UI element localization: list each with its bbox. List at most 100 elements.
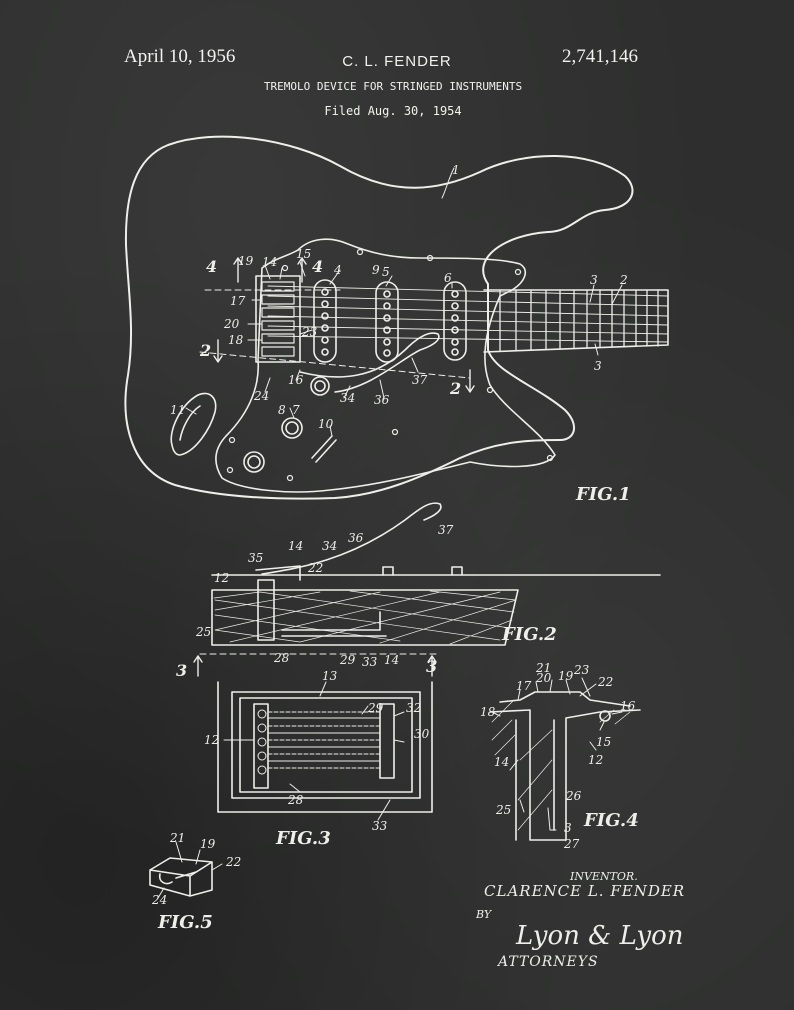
section-2-left: 2 [199,341,211,360]
ref-12-fig2: 12 [214,571,229,585]
attorney-signature: Lyon & Lyon [515,921,683,951]
ref-34-fig2: 34 [322,539,337,553]
ref-32: 32 [406,701,421,715]
ref-24-fig5: 24 [151,893,167,907]
fig2-bridge-block [257,579,275,641]
ref-19-fig5: 19 [200,837,216,851]
section-2-right: 2 [449,379,461,398]
bridge-saddles [261,281,295,357]
ref-21-fig5: 21 [169,831,185,845]
inventor-name: CLARENCE L. FENDER [484,882,685,900]
ref-30: 30 [414,727,430,741]
knob-tone-1 [281,417,303,439]
section-4-right: 4 [312,257,323,276]
section-3-right: 3 [426,657,437,676]
ref-25-fig2: 25 [195,625,211,639]
ref-29-fig2: 29 [339,653,356,667]
patent-title: TREMOLO DEVICE FOR STRINGED INSTRUMENTS [263,80,523,93]
ref-37: 37 [412,373,428,387]
by-label: BY [475,908,493,921]
reference-numerals: 1 3 2 3 19 14 15 4 5 6 17 20 18 23 24 16… [151,163,636,907]
fig1-label: FIG.1 [575,484,631,505]
fig4-plate [499,691,631,707]
guitar-neck [483,289,669,353]
ref-28-fig2: 28 [273,651,290,665]
ref-36: 36 [374,393,390,407]
knob-volume [310,376,330,396]
ref-10: 10 [318,417,334,431]
fig2-tremolo-arm [261,502,442,575]
ref-20: 20 [223,317,240,331]
ref-21-fig4: 21 [535,661,551,675]
ref-1: 1 [452,163,460,177]
ref-37-fig2: 37 [438,523,454,537]
pickup-neck [443,281,467,361]
pickup-middle [375,281,399,363]
ref-14b-fig2: 14 [384,653,399,667]
ref-28-fig3: 28 [287,793,304,807]
section-arrows [213,257,475,393]
ref-34: 34 [340,391,355,405]
ref-18: 18 [228,333,244,347]
ref-7: 7 [292,403,300,417]
ref-15-fig4: 15 [596,735,611,749]
figure-labels: FIG.1 FIG.2 FIG.3 FIG.4 FIG.5 [157,484,639,933]
ref-33-fig3: 33 [372,819,388,833]
fig3-label: FIG.3 [275,828,331,849]
ref-20-fig4: 20 [535,671,552,685]
fig4-label: FIG.4 [583,810,639,831]
ref-36-fig2: 36 [348,531,364,545]
ref-6: 6 [444,271,452,285]
ref-18-fig4: 18 [480,705,496,719]
patent-number: 2,741,146 [562,46,638,67]
ref-27: 27 [563,837,580,851]
ref-14: 14 [262,255,277,269]
filed-date: Filed Aug. 30, 1954 [324,104,462,118]
inventor-header: C. L. FENDER [342,53,452,70]
pickguard-outline [215,238,556,493]
ref-14-fig2: 14 [288,539,303,553]
fig5-saddle [149,857,213,897]
ref-24: 24 [253,389,269,403]
ref-2-fig1: 2 [619,273,628,287]
ref-3b-fig1: 3 [594,359,602,373]
ref-22-fig4: 22 [597,675,613,689]
ref-8: 8 [278,403,286,417]
fig3-drawing [217,681,433,821]
ref-14-fig4: 14 [494,755,509,769]
pickup-bridge [313,279,337,363]
ref-11: 11 [170,403,185,417]
ref-3-fig1: 3 [590,273,598,287]
section-3-left: 3 [176,661,187,680]
knob-tone-2 [243,451,265,473]
ref-5: 5 [382,265,390,279]
attorneys-label: ATTORNEYS [496,954,599,970]
section-4-left: 4 [206,257,217,276]
section-line-2 [199,351,471,379]
ref-17: 17 [230,294,246,308]
pickguard-screws [226,248,554,482]
ref-12-fig3: 12 [204,733,219,747]
bridge-plate [255,275,301,363]
fig4-drawing [489,677,641,841]
fig2-spring [281,611,387,637]
ref-12-fig4: 12 [588,753,603,767]
ref-15: 15 [296,247,311,261]
section-mark-labels: 4 4 2 2 3 3 [176,257,461,680]
ref-9: 9 [372,263,380,277]
ref-19-fig4: 19 [558,669,574,683]
ref-23-fig4: 23 [573,663,590,677]
fig3-springs [257,709,381,775]
neck-frets [499,289,659,352]
fig1-guitar-drawing [124,135,669,500]
fig5-drawing [149,841,223,899]
ref-19: 19 [238,254,254,268]
fig1-leader-lines [185,167,623,437]
jack-plate [170,392,217,456]
fig3-plate [231,691,421,799]
selector-switch [311,435,337,463]
ref-25-fig4: 25 [495,803,511,817]
fig5-label: FIG.5 [157,912,213,933]
signature-block: INVENTOR. CLARENCE L. FENDER BY Lyon & L… [475,870,685,970]
ref-23: 23 [301,325,318,339]
